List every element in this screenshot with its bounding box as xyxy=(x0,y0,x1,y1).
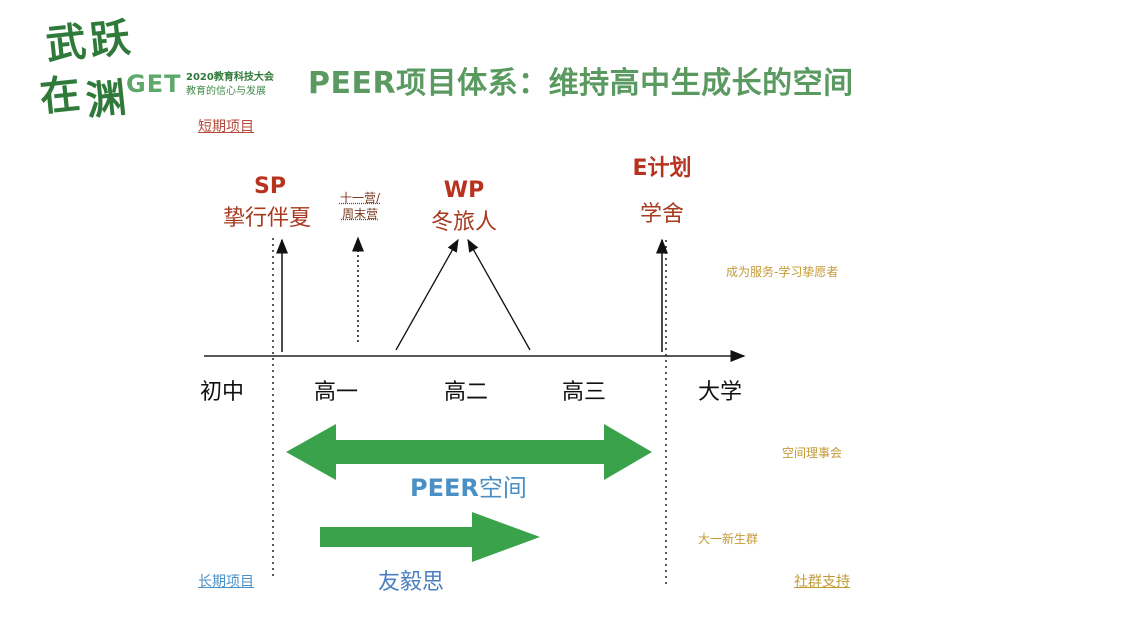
e-plan-code: E计划 xyxy=(632,156,692,181)
peer-space-label: PEER空间 xyxy=(410,468,527,503)
stage-junior-high: 初中 xyxy=(200,380,245,405)
logo-slogan: 教育的信心与发展 xyxy=(186,86,266,97)
camp-line-2: 周末营 xyxy=(341,207,378,221)
sp-name: 挚行伴夏 xyxy=(222,206,311,231)
youyisi-label: 友毅思 xyxy=(378,570,445,595)
wp-arrow-left xyxy=(395,238,459,351)
council-note: 空间理事会 xyxy=(782,446,843,460)
wp-arrow-right xyxy=(467,238,531,351)
camp-line-1: 十一营/ xyxy=(339,191,381,205)
wp-name: 冬旅人 xyxy=(430,210,497,235)
volunteer-note: 成为服务-学习挚愿者 xyxy=(726,265,839,279)
community-support-link[interactable]: 社群支持 xyxy=(794,574,850,590)
stage-grade-10: 高一 xyxy=(314,380,359,405)
freshman-group-note: 大一新生群 xyxy=(698,532,759,546)
stage-grade-11: 高二 xyxy=(444,380,489,405)
logo-get-mark: GET xyxy=(126,70,182,98)
peer-space-latin: PEER xyxy=(410,474,479,502)
stage-university: 大学 xyxy=(698,380,743,405)
peer-space-double-arrow xyxy=(286,424,652,480)
peer-space-cn: 空间 xyxy=(478,474,527,502)
short-term-link[interactable]: 短期项目 xyxy=(198,119,254,135)
youyisi-arrow xyxy=(320,512,540,562)
sp-code: SP xyxy=(254,174,286,199)
stage-grade-12: 高三 xyxy=(562,380,607,405)
wp-code: WP xyxy=(443,178,485,203)
slide-title: PEER项目体系：维持高中生成长的空间 xyxy=(308,66,854,101)
camp-label: 十一营/ 周末营 xyxy=(330,190,390,222)
logo-event-name: 2020教育科技大会 xyxy=(186,72,274,83)
e-plan-name: 学舍 xyxy=(639,202,684,227)
long-term-link[interactable]: 长期项目 xyxy=(198,574,254,590)
